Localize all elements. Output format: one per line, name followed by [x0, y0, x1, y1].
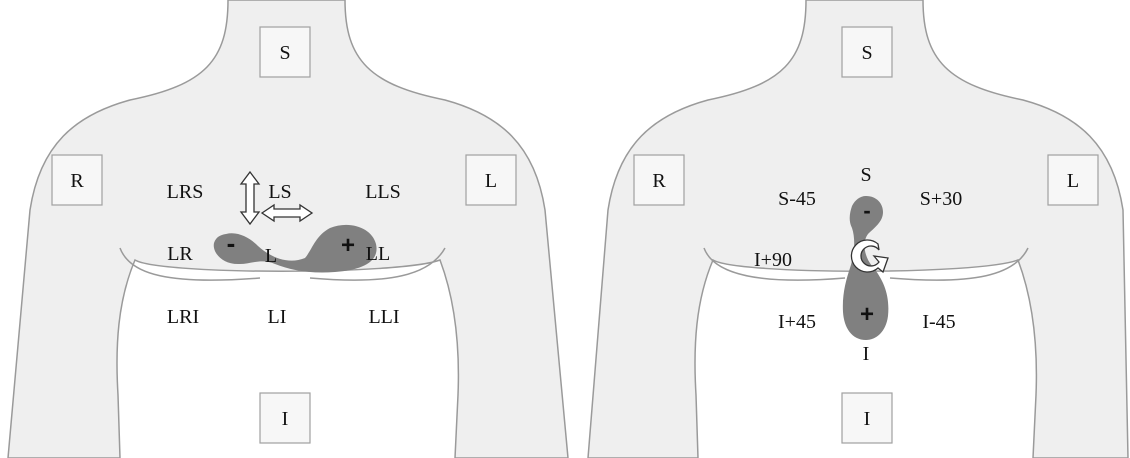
- left-electrode-i: I: [260, 393, 310, 443]
- right-electrode-r: R: [634, 155, 684, 205]
- right-electrode-i-label: I: [864, 408, 871, 430]
- left-electrode-i-label: I: [282, 408, 289, 430]
- left-electrode-r: R: [52, 155, 102, 205]
- right-label-i-plus-45: I+45: [778, 311, 816, 333]
- right-dipole-negative: -: [863, 198, 870, 223]
- right-label-i: I: [863, 343, 870, 365]
- right-label-s: S: [860, 164, 871, 186]
- left-dipole-positive: +: [341, 232, 355, 259]
- left-label-l: L: [265, 245, 277, 267]
- left-label-lrs: LRS: [167, 181, 204, 203]
- right-electrode-l: L: [1048, 155, 1098, 205]
- left-electrode-s: S: [260, 27, 310, 77]
- right-electrode-i: I: [842, 393, 892, 443]
- right-label-s-minus-45: S-45: [778, 188, 816, 210]
- right-electrode-r-label: R: [652, 170, 666, 192]
- right-electrode-l-label: L: [1067, 170, 1079, 192]
- left-label-ls: LS: [268, 181, 291, 203]
- left-electrode-l-label: L: [485, 170, 497, 192]
- right-label-i-plus-90: I+90: [754, 249, 792, 271]
- left-label-lli: LLI: [368, 306, 399, 328]
- right-electrode-s-label: S: [861, 42, 872, 64]
- left-label-ll: LL: [366, 243, 390, 265]
- left-electrode-r-label: R: [70, 170, 84, 192]
- left-label-lri: LRI: [167, 306, 199, 328]
- left-label-li: LI: [268, 306, 287, 328]
- right-label-i-minus-45: I-45: [922, 311, 955, 333]
- left-label-lr: LR: [167, 243, 193, 265]
- left-electrode-s-label: S: [279, 42, 290, 64]
- right-panel: S R L I - + S S-45 S+30 I+90 I+45 I-45 I: [588, 0, 1128, 458]
- right-label-s-plus-30: S+30: [920, 188, 962, 210]
- left-electrode-l: L: [466, 155, 516, 205]
- left-label-lls: LLS: [365, 181, 401, 203]
- left-panel: S R L I - + LRS LS LLS LR L LL LRI LI LL…: [8, 0, 568, 458]
- right-electrode-s: S: [842, 27, 892, 77]
- right-dipole-positive: +: [860, 301, 874, 328]
- left-dipole-negative: -: [227, 228, 236, 258]
